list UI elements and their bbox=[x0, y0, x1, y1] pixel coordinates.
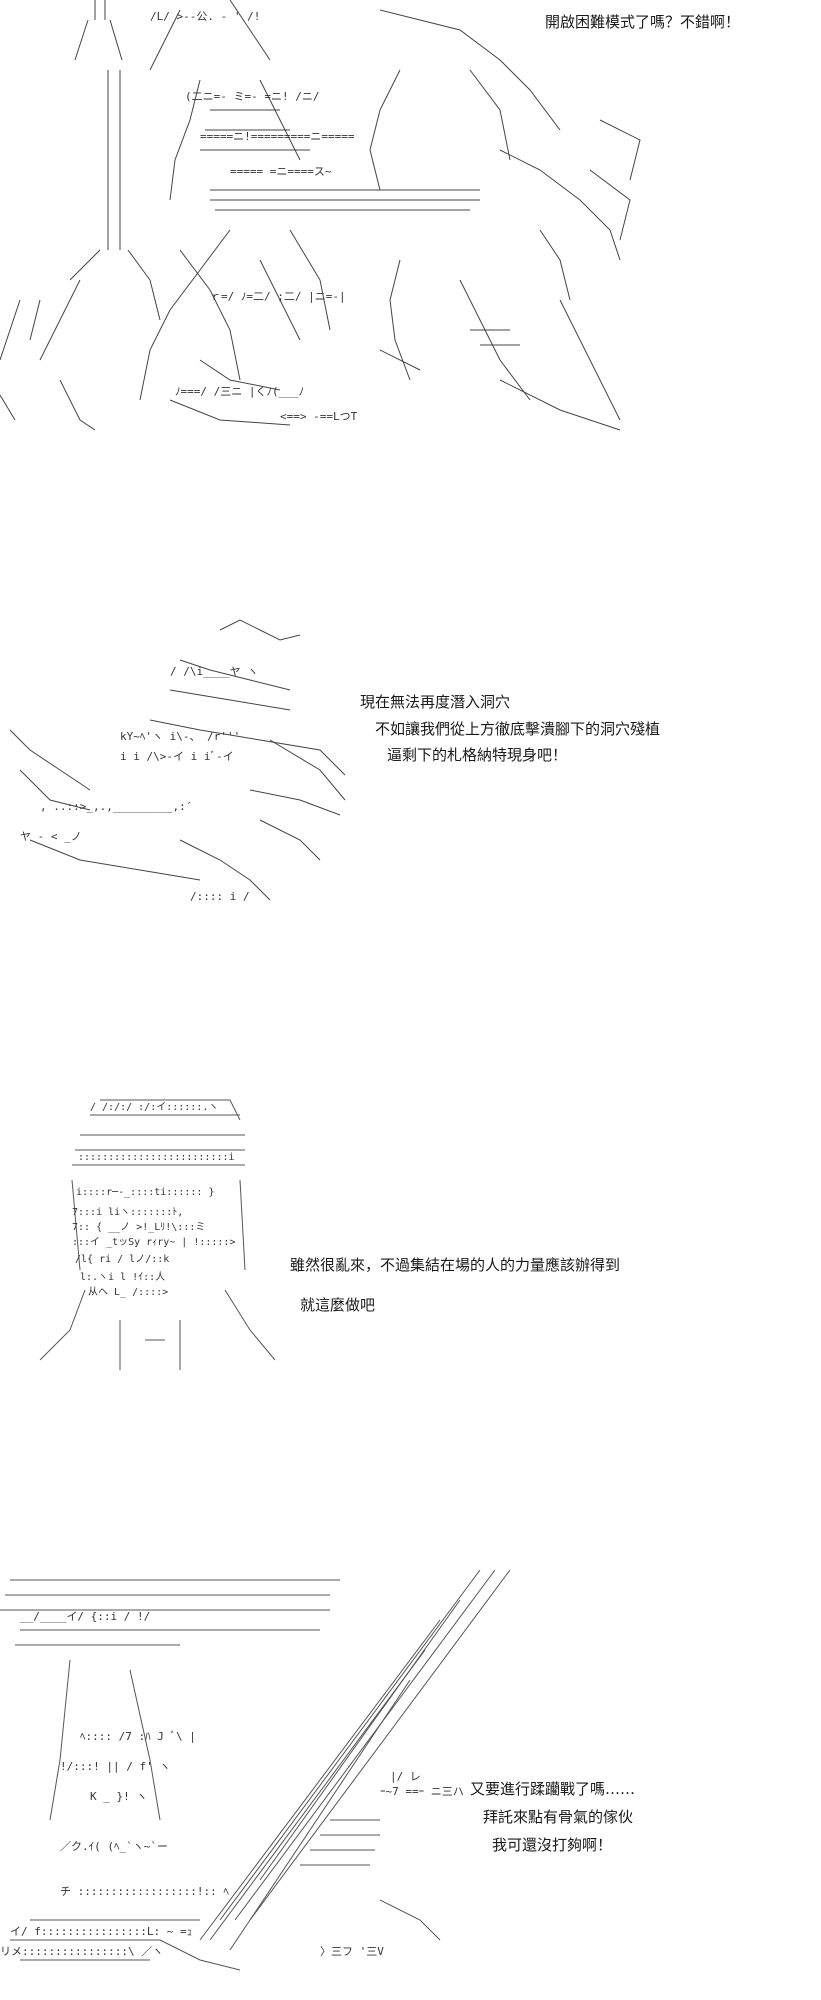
svg-text:, ..::>_,.,_________,:′: , ..::>_,.,_________,:′ bbox=[40, 800, 192, 813]
panel-2: / /\i____ヤ ヽ kY~ﾍ'ヽ i\-、 /r''' i i /\>-イ… bbox=[0, 600, 821, 920]
svg-text:i::::r─-_::::ti:::::: }: i::::r─-_::::ti:::::: } bbox=[76, 1187, 214, 1198]
dialogue-line: 拜託來點有骨氣的傢伙 bbox=[483, 1808, 634, 1826]
dialogue-line: 雖然很亂來，不過集結在場的人的力量應該辦得到 bbox=[290, 1256, 621, 1274]
svg-text:ヤ - < _ノ: ヤ - < _ノ bbox=[20, 830, 82, 843]
svg-text:|/ レ: |/ レ bbox=[390, 1770, 421, 1783]
ascii-art-mecha-warriors: /L/ >--公. - ' /! (二ニ=- ミ=- =ニ! /ニ/ =====… bbox=[0, 0, 641, 431]
svg-text:ｰ~7 ==ｰ ニ三ハ: ｰ~7 ==ｰ ニ三ハ bbox=[380, 1785, 464, 1798]
svg-text:/ /\i____ヤ ヽ: / /\i____ヤ ヽ bbox=[170, 665, 258, 678]
svg-text:ﾉ===/ /三ニ |くﾉ(___ﾉ: ﾉ===/ /三ニ |くﾉ(___ﾉ bbox=[175, 385, 304, 398]
ascii-art-battle-scene: __/____イ/ {::i / !/ ﾍ:::: /7 :ﾊ J ﾞ\ | !… bbox=[0, 1569, 511, 1971]
svg-text:チ ::::::::::::::::::!:: ﾍ: チ ::::::::::::::::::!:: ﾍ bbox=[60, 1885, 229, 1898]
svg-text:7:: { __ノ >!_Lﾘ!\:::ミ: 7:: { __ノ >!_Lﾘ!\:::ミ bbox=[72, 1222, 205, 1233]
svg-text:ﾍ:::: /7 :ﾊ J ﾞ\ |: ﾍ:::: /7 :ﾊ J ﾞ\ | bbox=[80, 1730, 196, 1743]
svg-text::::イ _tッSy rｨry~ | !:::::: :::イ _tッSy rｨry~ | !:::::> bbox=[72, 1237, 235, 1248]
svg-text:!/:::! || / f' ヽ: !/:::! || / f' ヽ bbox=[60, 1760, 170, 1773]
svg-text:ｒ=/ ﾉ=二/ ;二/ |ニ=-|: ｒ=/ ﾉ=二/ ;二/ |ニ=-| bbox=[210, 290, 346, 303]
dialogue-line: 就這麼做吧 bbox=[300, 1296, 376, 1314]
dialogue-line: 現在無法再度潛入洞穴 bbox=[360, 693, 511, 711]
panel-1: /L/ >--公. - ' /! (二ニ=- ミ=- =ニ! /ニ/ =====… bbox=[0, 0, 821, 440]
svg-text:从ヘ L_ /::::>: 从ヘ L_ /::::> bbox=[88, 1287, 168, 1298]
svg-text:リメ::::::::::::::::\ ／ヽ: リメ::::::::::::::::\ ／ヽ bbox=[0, 1945, 163, 1958]
svg-text::::::::::::::::::::::::::i: :::::::::::::::::::::::::i bbox=[78, 1152, 235, 1163]
svg-text:l:.ヽi l !ｲ::人: l:.ヽi l !ｲ::人 bbox=[80, 1271, 165, 1283]
svg-text:__/____イ/ {::i / !/: __/____イ/ {::i / !/ bbox=[20, 1610, 150, 1623]
svg-text:/:::: i /: /:::: i / bbox=[190, 890, 250, 903]
panel-3: / /:/:/ :/:イ::::::.ヽ :::::::::::::::::::… bbox=[0, 1090, 821, 1390]
panel-4: __/____イ/ {::i / !/ ﾍ:::: /7 :ﾊ J ﾞ\ | !… bbox=[0, 1560, 821, 1980]
svg-text:kY~ﾍ'ヽ i\-、 /r''': kY~ﾍ'ヽ i\-、 /r''' bbox=[120, 730, 240, 743]
svg-text:/ /:/:/ :/:イ::::::.ヽ: / /:/:/ :/:イ::::::.ヽ bbox=[90, 1102, 218, 1113]
svg-text:===== =ニ====ス~: ===== =ニ====ス~ bbox=[230, 165, 332, 178]
svg-text:=====ニ!=========ニ=====: =====ニ!=========ニ===== bbox=[200, 130, 355, 143]
dialogue-line: 開啟困難模式了嗎？不錯啊！ bbox=[545, 13, 741, 31]
svg-text:イ/ f::::::::::::::::L: ~ =ｭ: イ/ f::::::::::::::::L: ~ =ｭ bbox=[10, 1925, 192, 1938]
svg-text:i i /\>-イ i iﾞ-イ: i i /\>-イ i iﾞ-イ bbox=[120, 750, 234, 763]
svg-text:/L/ >--公. - ' /!: /L/ >--公. - ' /! bbox=[150, 10, 260, 23]
svg-text:K _ }! ヽ: K _ }! ヽ bbox=[90, 1790, 147, 1803]
ascii-art-kneeling-figure: / /\i____ヤ ヽ kY~ﾍ'ヽ i\-、 /r''' i i /\>-イ… bbox=[9, 619, 346, 903]
svg-text:〉三フ '三V: 〉三フ '三V bbox=[320, 1945, 384, 1958]
svg-text:7:::i liヽ:::::::ﾄ,: 7:::i liヽ:::::::ﾄ, bbox=[72, 1207, 183, 1218]
svg-text:／ク.ｲ( (ﾍ_`ヽ~`ー: ／ク.ｲ( (ﾍ_`ヽ~`ー bbox=[60, 1840, 168, 1853]
svg-text:<==> -==LつT: <==> -==LつT bbox=[280, 410, 358, 423]
dialogue-line: 逼剩下的札格納特現身吧！ bbox=[387, 746, 568, 764]
svg-text:/l{ ri / lノ/::k: /l{ ri / lノ/::k bbox=[75, 1254, 169, 1265]
dialogue-line: 又要進行蹂躪戰了嗎…… bbox=[470, 1780, 636, 1798]
dialogue-line: 不如讓我們從上方徹底擊潰腳下的洞穴殘植 bbox=[375, 720, 661, 738]
dialogue-line: 我可還沒打夠啊！ bbox=[492, 1836, 613, 1854]
svg-text:(二ニ=- ミ=- =ニ! /ニ/: (二ニ=- ミ=- =ニ! /ニ/ bbox=[185, 90, 319, 103]
ascii-art-hooded-figure: / /:/:/ :/:イ::::::.ヽ :::::::::::::::::::… bbox=[39, 1099, 276, 1370]
